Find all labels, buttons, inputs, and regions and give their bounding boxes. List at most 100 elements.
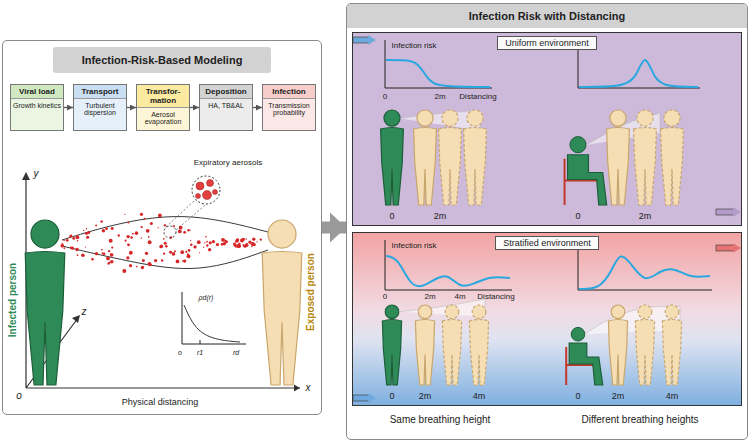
aerosol-droplet <box>145 252 148 255</box>
aerosol-droplet <box>102 229 105 232</box>
box-heading: Transfor-mation <box>137 85 189 108</box>
aerosol-droplet <box>95 252 98 255</box>
person-figure <box>635 305 654 385</box>
callout-label: Expiratory aerosols <box>194 159 262 167</box>
aerosol-droplet <box>199 252 200 253</box>
box-body: Growth kinetics <box>11 99 63 130</box>
environment-illustration <box>352 32 742 226</box>
graph-axes <box>385 240 512 290</box>
aerosol-droplet <box>174 250 176 252</box>
aerosol-droplet <box>206 241 208 243</box>
aerosol-droplet <box>75 235 79 239</box>
aerosol-droplet <box>161 259 163 261</box>
environment-box: Stratified environment <box>352 232 742 406</box>
axis-tick: 2m <box>424 293 435 301</box>
aerosol-droplet <box>122 269 126 273</box>
aerosol-droplet <box>106 256 110 260</box>
environment-label: Stratified environment <box>495 236 599 250</box>
aerosol-droplet <box>158 214 162 218</box>
infected-person <box>25 220 65 385</box>
distance-label: 2m <box>434 212 447 221</box>
aerosol-droplet <box>129 264 132 267</box>
aerosol-droplet <box>70 247 72 249</box>
aerosol-droplet <box>183 231 186 234</box>
process-arrow <box>127 107 136 108</box>
aerosol-droplet <box>180 250 184 254</box>
aerosol-droplet <box>105 227 108 230</box>
process-box: Transfor-mationAerosol evaporation <box>136 84 190 131</box>
axis-title: Distancing <box>477 293 514 301</box>
aerosol-droplet <box>101 249 103 251</box>
axis-tick: 2m <box>434 93 445 101</box>
aerosol-droplet <box>178 230 182 234</box>
aerosol-droplet <box>260 238 262 240</box>
aerosol-droplet <box>245 244 248 247</box>
aerosol-magnifier <box>192 176 220 204</box>
aerosol-droplet <box>110 253 114 257</box>
process-box: InfectionTransmission probability <box>262 84 316 131</box>
box-heading: Infection <box>263 85 315 99</box>
aerosol-droplet <box>118 234 120 236</box>
aerosol-droplet <box>237 244 241 248</box>
box-heading: Transport <box>74 85 126 99</box>
aerosol-droplet <box>240 239 244 243</box>
risk-curve <box>386 256 510 286</box>
aerosol-droplet <box>234 244 237 247</box>
axis-label: x <box>306 383 311 393</box>
dimension-label: Physical distancing <box>122 398 199 407</box>
aerosol-droplet <box>209 241 212 244</box>
aerosol-droplet <box>188 249 191 252</box>
exhaled-plume <box>399 299 485 317</box>
axis-title: Infection risk <box>392 42 437 50</box>
person-figure <box>439 110 462 205</box>
aerosol-droplet <box>163 253 165 255</box>
risk-curve <box>579 256 710 289</box>
aerosol-droplet <box>61 244 65 248</box>
aerosol-droplet <box>142 259 145 262</box>
seated-person <box>566 327 603 385</box>
arrow-head <box>368 35 376 45</box>
aerosol-droplet <box>148 240 152 244</box>
aerosol-droplet <box>190 240 191 241</box>
distance-label: 2m <box>419 392 432 401</box>
aerosol-droplet <box>183 259 186 262</box>
process-arrow <box>253 107 262 108</box>
aerosol-droplet <box>169 251 172 254</box>
aerosol-droplet <box>235 246 237 248</box>
aerosol-droplet <box>83 230 84 231</box>
coordinate-axes <box>26 176 300 388</box>
aerosol-droplet <box>63 240 64 241</box>
aerosol-droplet <box>181 226 182 227</box>
aerosol-droplet <box>160 244 163 247</box>
aerosol-droplet <box>125 240 127 242</box>
panel-heading: Infection Risk with Distancing <box>347 4 747 28</box>
person-figure <box>662 305 681 385</box>
process-arrow <box>64 107 73 108</box>
aerosol-droplet <box>236 239 238 241</box>
axis-tick: 0 <box>383 93 387 101</box>
aerosol-droplet <box>127 243 130 246</box>
distancing-panel: Infection Risk with DistancingUniform en… <box>346 3 748 440</box>
aerosol-droplet <box>146 229 150 233</box>
aerosol-droplet <box>223 242 226 245</box>
aerosol-droplet <box>86 228 87 229</box>
process-box: TransportTurbulent dispersion <box>73 84 127 131</box>
aerosol-droplet <box>95 225 97 227</box>
process-arrow <box>190 107 199 108</box>
aerosol-droplet <box>248 241 251 244</box>
axis-label: o <box>178 349 182 356</box>
person-figure <box>464 110 487 205</box>
arrow-head <box>294 384 300 391</box>
aerosol-droplet <box>72 237 75 240</box>
aerosol-droplet <box>203 246 204 247</box>
aerosol-droplet <box>242 238 245 241</box>
aerosol-droplet <box>187 253 189 255</box>
axis-label: ρd(r) <box>199 294 214 301</box>
aerosol-droplet <box>75 248 79 252</box>
air-flow-arrow <box>716 245 735 251</box>
aerosol-droplet <box>140 213 143 216</box>
person-figure <box>634 110 657 205</box>
aerosol-droplet <box>69 234 72 237</box>
aerosol-droplet <box>222 240 223 241</box>
aerosol-droplet <box>136 266 138 268</box>
